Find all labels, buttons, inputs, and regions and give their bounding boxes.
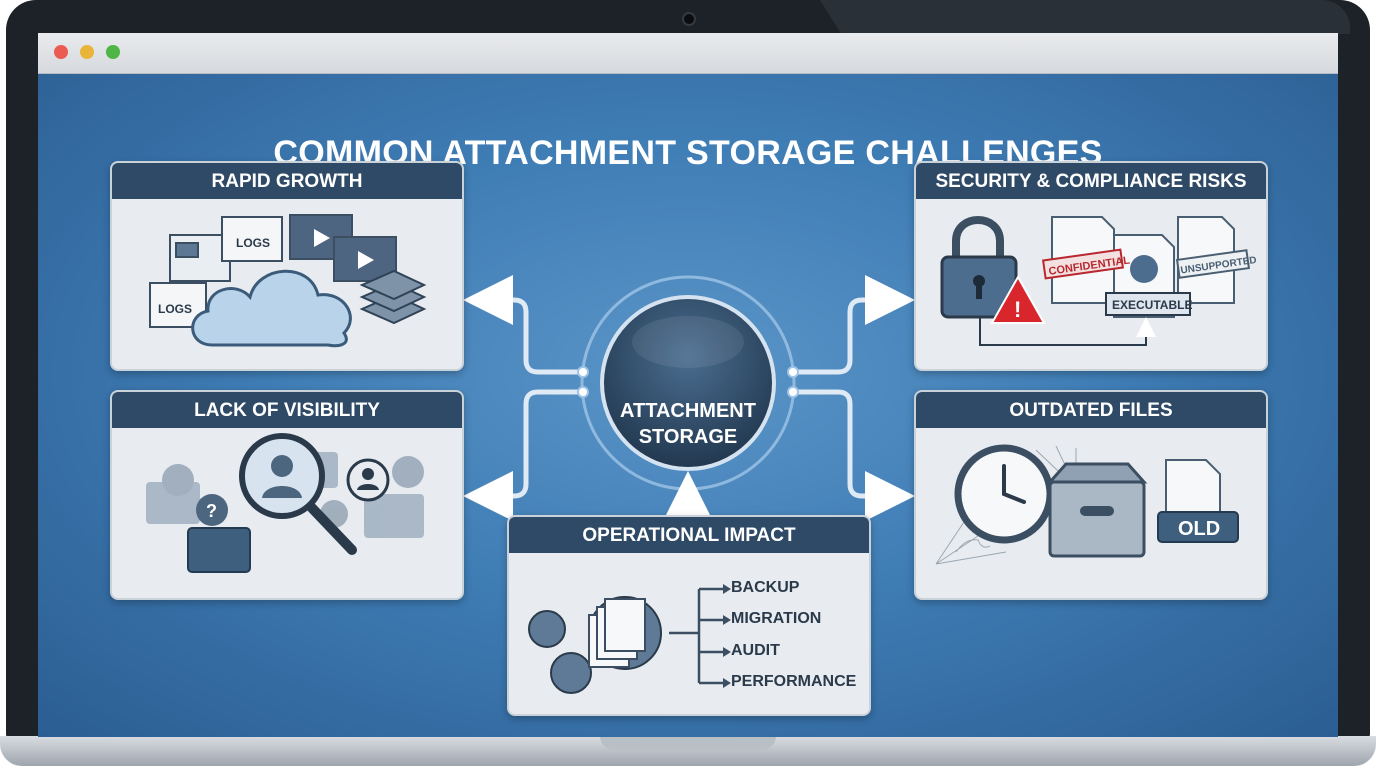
tag-executable-text: EXECUTABLE bbox=[1112, 298, 1192, 312]
laptop-notch bbox=[600, 736, 776, 750]
bezel-highlight bbox=[820, 0, 1350, 34]
card-body-lack-of-visibility: ? bbox=[112, 428, 462, 598]
connector-nodes bbox=[577, 366, 799, 398]
folder-icon bbox=[187, 527, 251, 573]
archive-box-icon bbox=[1046, 462, 1148, 558]
card-title-lack-of-visibility: LACK OF VISIBILITY bbox=[112, 392, 462, 428]
stamp-unsupported bbox=[1175, 249, 1251, 279]
branch-arrowheads bbox=[723, 584, 731, 688]
card-body-rapid-growth: LOGS LOGS bbox=[112, 199, 462, 369]
impact-item-migration: MIGRATION bbox=[731, 610, 822, 627]
magnifier-icon bbox=[239, 433, 357, 555]
outdated-illustration: OLD bbox=[935, 444, 1239, 565]
card-title-rapid-growth: RAPID GROWTH bbox=[112, 163, 462, 199]
stamp-confidential bbox=[1041, 248, 1125, 280]
cloud-icon bbox=[191, 269, 352, 348]
card-lack-of-visibility: LACK OF VISIBILITY ? bbox=[110, 390, 464, 600]
connector-layer bbox=[463, 275, 915, 521]
diagram-canvas: COMMON ATTACHMENT STORAGE CHALLENGES bbox=[38, 74, 1338, 737]
window-titlebar bbox=[38, 33, 1338, 74]
card-title-security: SECURITY & COMPLIANCE RISKS bbox=[916, 163, 1266, 199]
user-icon bbox=[346, 458, 390, 502]
hub-label-line2: STORAGE bbox=[638, 426, 738, 448]
hub-label: ATTACHMENT STORAGE bbox=[598, 398, 778, 450]
card-body-outdated-files: OLD bbox=[916, 428, 1266, 598]
gear-icon bbox=[1130, 255, 1158, 283]
card-body-security: ! CONFIDENTIAL UNSUPPORTED EXECUTABLE bbox=[916, 199, 1266, 369]
card-title-operational-impact: OPERATIONAL IMPACT bbox=[509, 517, 869, 553]
old-document-icon bbox=[1157, 459, 1239, 543]
clock-icon bbox=[954, 444, 1054, 544]
card-operational-impact: OPERATIONAL IMPACT bbox=[507, 515, 871, 716]
card-security-compliance: SECURITY & COMPLIANCE RISKS ! bbox=[914, 161, 1268, 371]
tag-old-text: OLD bbox=[1178, 518, 1220, 540]
card-body-operational-impact: BACKUP MIGRATION AUDIT PERFORMANCE bbox=[509, 553, 869, 714]
impact-item-performance: PERFORMANCE bbox=[731, 673, 857, 690]
security-illustration: ! CONFIDENTIAL UNSUPPORTED EXECUTABLE bbox=[940, 216, 1257, 346]
operational-illustration bbox=[528, 584, 731, 694]
lock-link-line bbox=[979, 317, 1156, 346]
doc-label-logs-1: LOGS bbox=[236, 236, 270, 250]
cloud-data-illustration: LOGS LOGS bbox=[149, 214, 427, 348]
stack-icon bbox=[359, 269, 427, 325]
card-title-outdated-files: OUTDATED FILES bbox=[916, 392, 1266, 428]
warning-mark: ! bbox=[1014, 297, 1021, 322]
card-outdated-files: OUTDATED FILES bbox=[914, 390, 1268, 600]
connector-lines bbox=[463, 275, 915, 521]
minimize-window-button[interactable] bbox=[80, 45, 94, 59]
warning-icon bbox=[990, 274, 1046, 324]
hub-gloss bbox=[632, 316, 744, 368]
hub-circle bbox=[600, 295, 776, 471]
visibility-illustration: ? bbox=[146, 433, 424, 573]
question-icon bbox=[196, 494, 228, 526]
webcam-icon bbox=[682, 12, 696, 26]
tag-executable bbox=[1105, 292, 1191, 316]
document-stack-icon bbox=[588, 598, 646, 668]
card-rapid-growth: RAPID GROWTH bbox=[110, 161, 464, 371]
hub-label-line1: ATTACHMENT bbox=[620, 400, 756, 422]
impact-item-backup: BACKUP bbox=[731, 579, 800, 596]
impact-item-audit: AUDIT bbox=[731, 642, 780, 659]
question-mark: ? bbox=[206, 501, 217, 521]
browser-window: COMMON ATTACHMENT STORAGE CHALLENGES bbox=[38, 33, 1338, 737]
doc-label-logs-2: LOGS bbox=[158, 302, 192, 316]
branch-connectors bbox=[669, 587, 725, 685]
close-window-button[interactable] bbox=[54, 45, 68, 59]
maximize-window-button[interactable] bbox=[106, 45, 120, 59]
